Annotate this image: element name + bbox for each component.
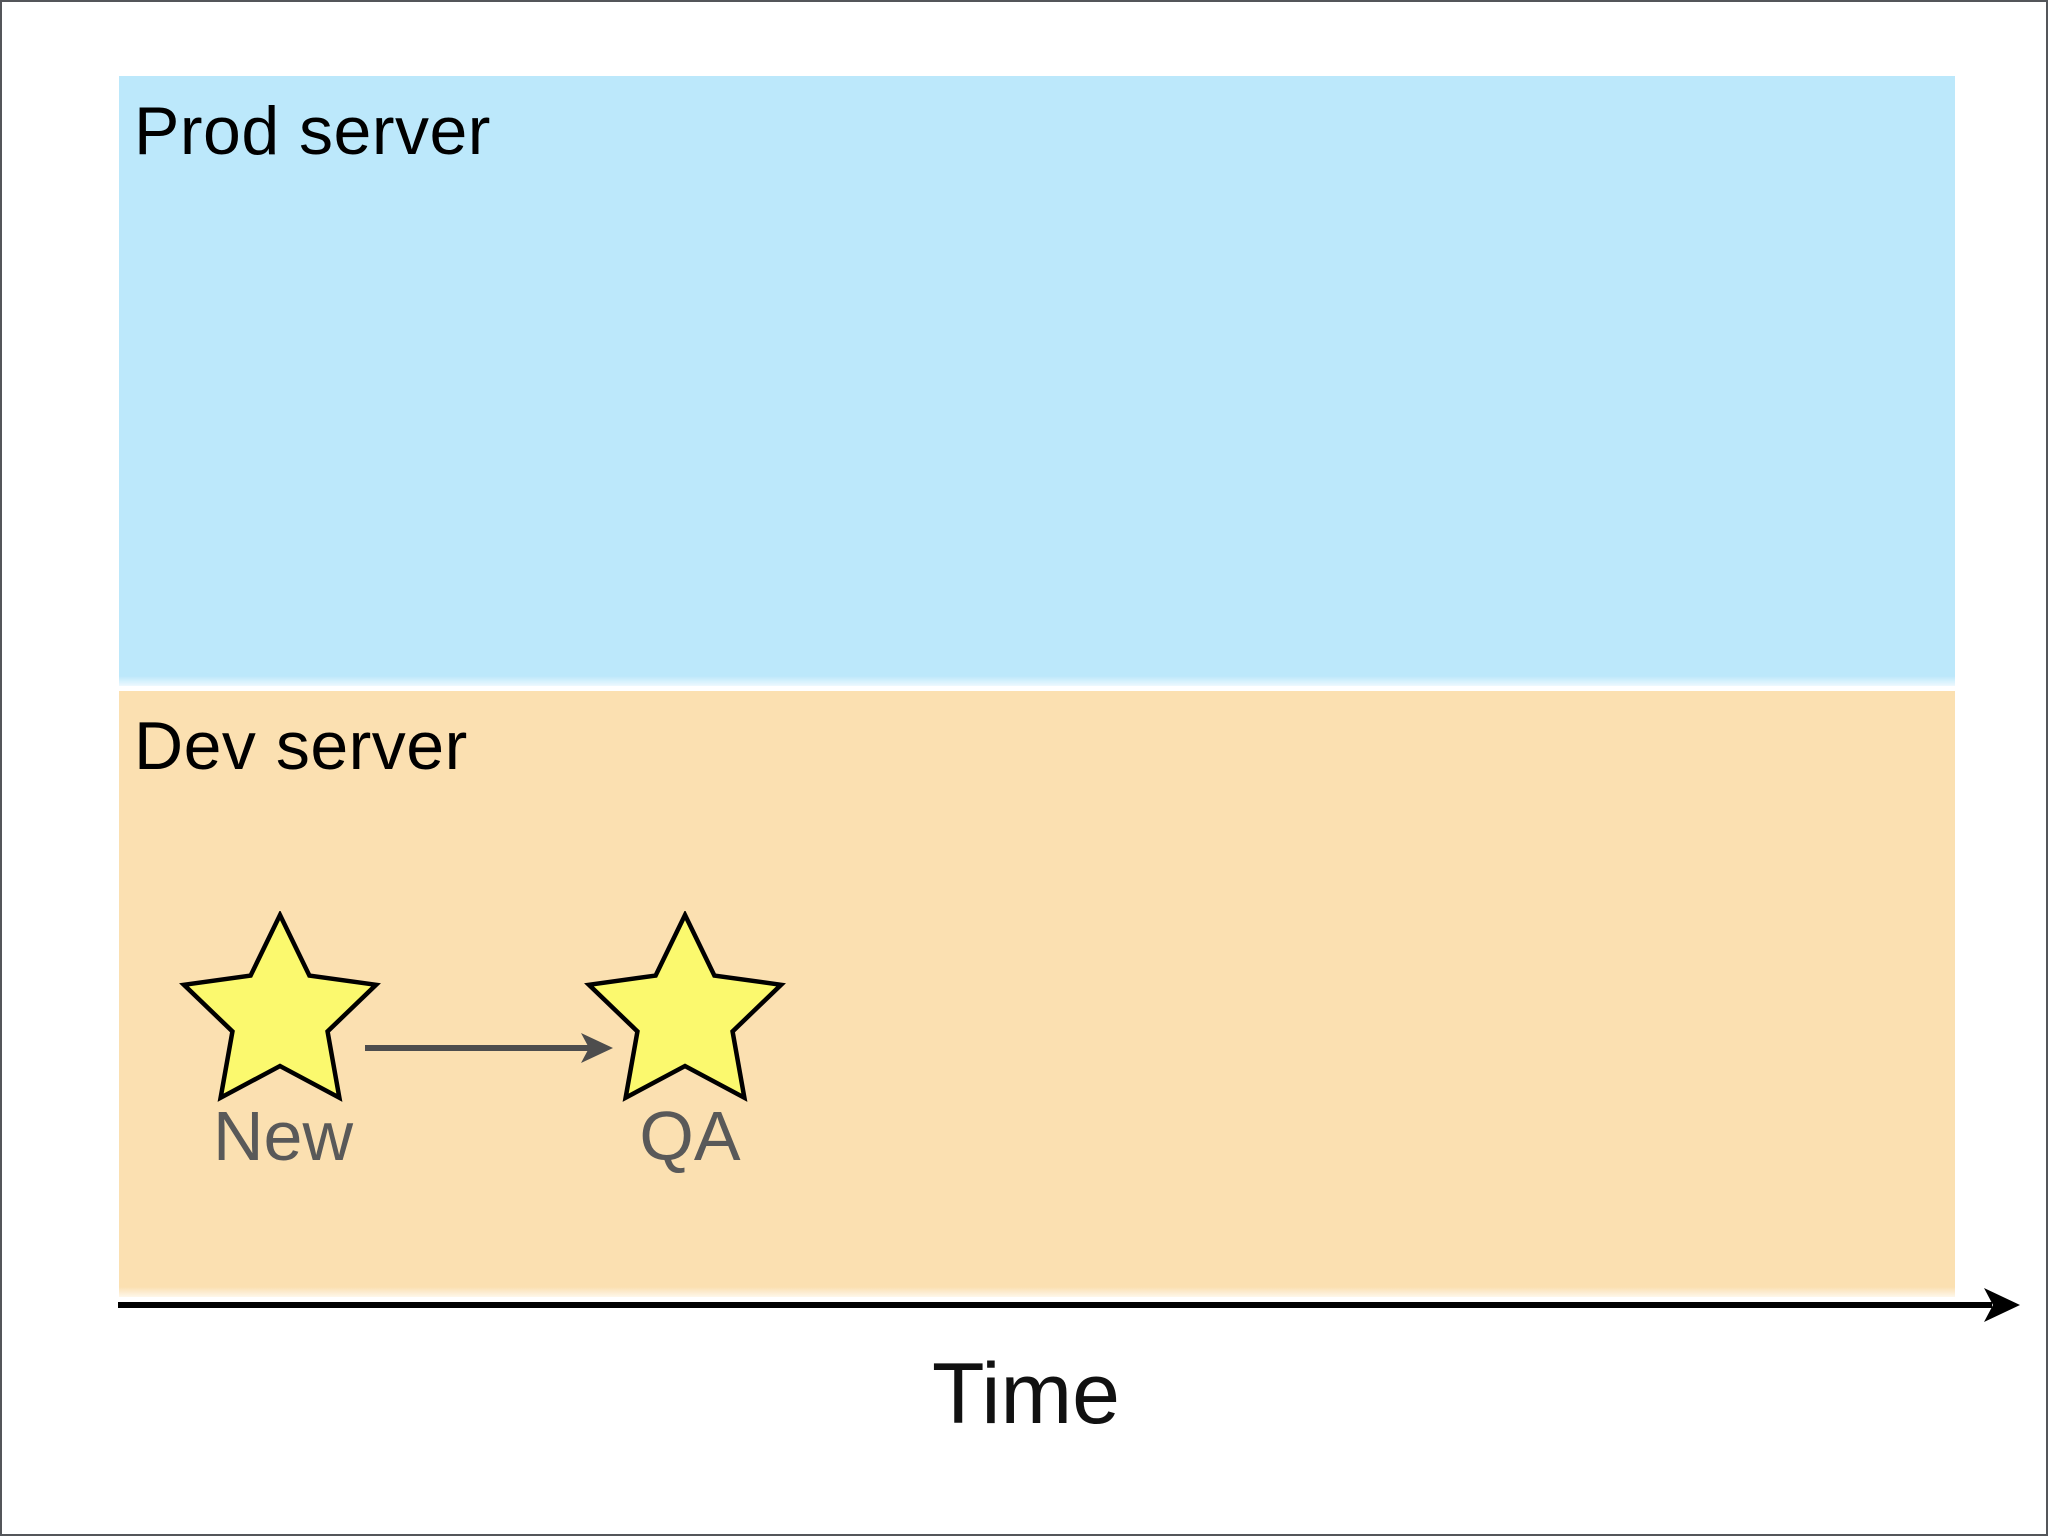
new-milestone-star-icon bbox=[179, 911, 381, 1102]
arrow-head bbox=[581, 1033, 613, 1063]
qa-milestone-star-icon bbox=[584, 911, 786, 1102]
prod-server-band: Prod server bbox=[119, 76, 1955, 686]
star-shape bbox=[584, 911, 786, 1102]
dev-server-label: Dev server bbox=[134, 708, 468, 784]
time-axis-arrow-icon bbox=[118, 1288, 2020, 1322]
milestone-label-new: New bbox=[212, 1097, 354, 1175]
axis-arrow-head bbox=[1984, 1288, 2020, 1322]
dev-server-band: Dev server bbox=[119, 691, 1955, 1297]
star-shape bbox=[179, 911, 381, 1102]
prod-server-label: Prod server bbox=[134, 93, 491, 169]
milestone-label-qa: QA bbox=[639, 1097, 741, 1175]
new-to-qa-arrow-icon bbox=[365, 1033, 613, 1063]
time-axis-label: Time bbox=[932, 1346, 1120, 1442]
